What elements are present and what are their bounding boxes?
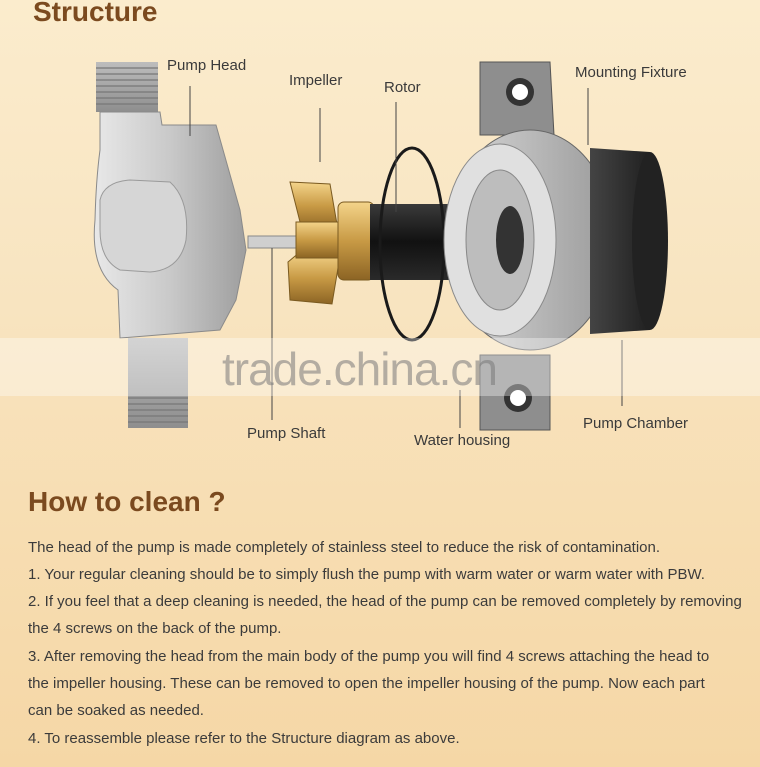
- watermark-text: trade.china.cn: [222, 342, 497, 396]
- pump-chamber-label: Pump Chamber: [583, 415, 688, 432]
- impeller-part: [288, 182, 340, 304]
- mounting-fixture-label: Mounting Fixture: [575, 64, 687, 81]
- pump-shaft-label: Pump Shaft: [247, 425, 325, 442]
- rotor-label: Rotor: [384, 79, 421, 96]
- step-3-paragraph: 3. After removing the head from the main…: [28, 643, 728, 724]
- step-2-paragraph: 2. If you feel that a deep cleaning is n…: [28, 588, 748, 642]
- intro-paragraph: The head of the pump is made completely …: [28, 534, 748, 561]
- watermark-band: trade.china.cn: [0, 338, 760, 396]
- step-1-paragraph: 1. Your regular cleaning should be to si…: [28, 561, 748, 588]
- step-4-paragraph: 4. To reassemble please refer to the Str…: [28, 725, 748, 752]
- how-to-clean-title: How to clean ?: [28, 486, 226, 518]
- impeller-label: Impeller: [289, 72, 342, 89]
- pump-chamber-part: [590, 148, 668, 334]
- water-housing-label: Water housing: [414, 432, 510, 449]
- pump-head-label: Pump Head: [167, 57, 246, 74]
